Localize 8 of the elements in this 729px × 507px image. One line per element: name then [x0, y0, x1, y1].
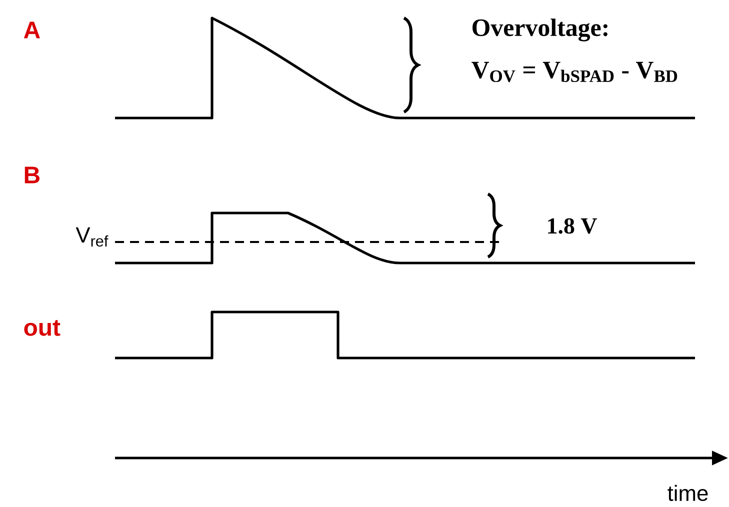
panel-letter: A	[24, 22, 40, 38]
panel-letter: B	[24, 166, 40, 184]
reference-label: V$_{ref}$	[76, 227, 108, 247]
voltage-label: 1.8 V	[548, 218, 597, 234]
axis-label: time	[668, 484, 708, 502]
signal-label: out	[24, 320, 60, 336]
formula-text: V$_{OV}$ = V$_{bSPAD}$ - V$_{BD}$	[472, 62, 678, 82]
annotation-heading: Overvoltage:	[472, 18, 608, 42]
